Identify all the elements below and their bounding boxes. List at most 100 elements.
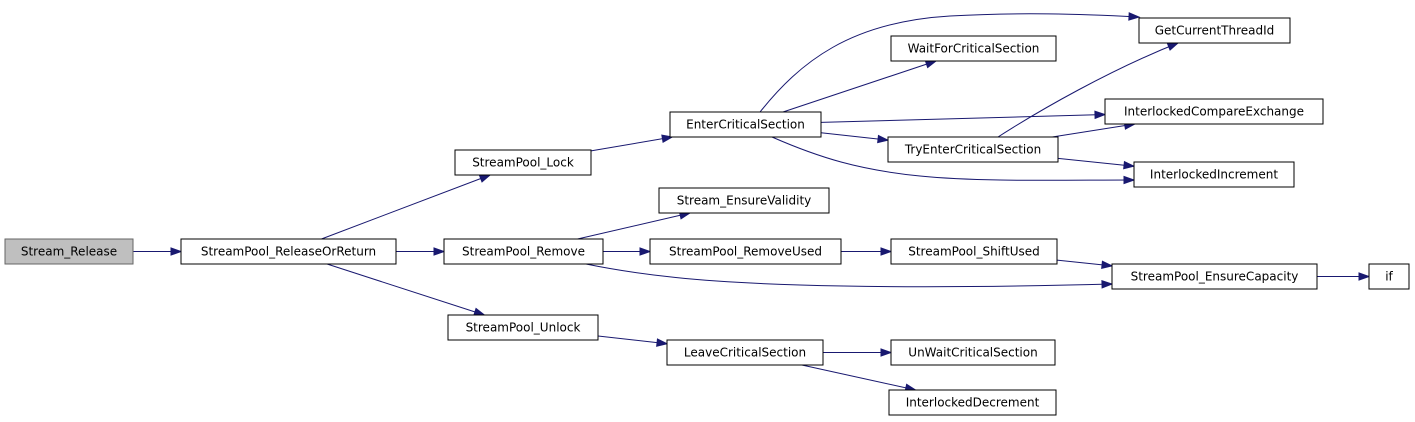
edge-line [771,136,1135,181]
edge-pool_remove-to-ensure_capacity [585,263,1114,289]
node-box [1104,98,1324,125]
arrowhead-5 [1128,12,1141,21]
edge-ensure_capacity-to-if_node [1317,272,1371,281]
node-box [1368,263,1410,290]
node-stream-release: Stream_Release [4,238,134,265]
edge-shift_used-to-ensure_capacity [1056,259,1114,270]
edge-leave_cs-to-interlocked_decrement [801,364,918,392]
node-box [4,238,134,265]
edge-try_enter_cs-to-interlocked_increment [1057,157,1136,170]
arrowhead-6 [924,60,938,69]
node-interlocked-cmpxchg[interactable]: InterlockedCompareExchange [1104,98,1324,125]
node-box [888,389,1057,416]
edge-line [997,42,1179,138]
edge-line [820,132,889,141]
edge-line [597,335,668,345]
node-if-node[interactable]: if [1368,263,1410,290]
node-label: EnterCriticalSection [686,118,805,132]
node-label: StreamPool_RemoveUsed [669,245,822,259]
node-box [887,136,1059,163]
node-enter-cs[interactable]: EnterCriticalSection [669,111,822,138]
edge-enter_cs-to-try_enter_cs [820,132,890,144]
node-box [1138,17,1291,44]
node-box [180,238,397,265]
node-label: Stream_EnsureValidity [677,194,812,208]
arrowhead-20 [880,348,893,357]
node-label: StreamPool_EnsureCapacity [1131,270,1299,284]
node-label: StreamPool_Remove [462,245,585,259]
arrowhead-3 [473,307,486,316]
node-interlocked-increment[interactable]: InterlockedIncrement [1133,161,1295,188]
node-label: StreamPool_ReleaseOrReturn [201,245,376,259]
edge-line [801,364,916,391]
node-label: if [1385,270,1393,284]
edges [133,12,1371,392]
node-label: InterlockedCompareExchange [1124,105,1304,119]
arrowhead-10 [1166,42,1180,51]
arrowhead-16 [880,247,893,256]
node-box [454,149,592,176]
arrowhead-2 [433,247,446,256]
node-label: StreamPool_Lock [472,156,574,170]
node-box [658,187,830,214]
edge-releaseorreturn-to-pool_unlock [326,263,486,316]
node-leave-cs[interactable]: LeaveCriticalSection [666,339,824,366]
edge-leave_cs-to-unwait_cs [823,348,893,357]
arrowhead-8 [877,134,890,144]
node-label: TryEnterCriticalSection [904,143,1041,157]
arrowhead-17 [1101,260,1114,270]
arrowhead-7 [1094,110,1107,120]
nodes: Stream_Release StreamPool_ReleaseOrReturn… [4,17,1410,416]
edge-line [1052,123,1135,138]
edge-line [585,263,1113,288]
node-pool-remove[interactable]: StreamPool_Remove [443,238,604,265]
node-box [649,238,842,265]
arrowhead-0 [170,247,183,256]
edge-line [326,263,485,316]
node-box [447,314,599,341]
edge-pool_lock-to-enter_cs [590,134,674,152]
edge-releaseorreturn-to-pool_remove [396,247,446,256]
node-pool-lock[interactable]: StreamPool_Lock [454,149,592,176]
edge-line [590,136,673,152]
node-unwait-cs[interactable]: UnWaitCriticalSection [890,339,1056,366]
node-wait-cs[interactable]: WaitForCriticalSection [890,35,1057,62]
node-box [1111,263,1318,290]
node-label: StreamPool_Unlock [466,321,581,335]
node-ensure-capacity[interactable]: StreamPool_EnsureCapacity [1111,263,1318,290]
edge-stream_release-to-releaseorreturn [133,247,183,256]
edge-line [321,174,491,240]
edge-pool_unlock-to-leave_cs [597,335,669,347]
node-box [890,339,1056,366]
node-box [443,238,604,265]
edge-releaseorreturn-to-pool_lock [321,174,492,240]
edge-line [782,60,937,113]
node-ensure-validity[interactable]: Stream_EnsureValidity [658,187,830,214]
edge-line [759,13,1140,113]
edge-line [577,212,691,240]
edge-line [1057,157,1135,167]
arrowhead-9 [1123,175,1136,185]
node-remove-used[interactable]: StreamPool_RemoveUsed [649,238,842,265]
node-box [666,339,824,366]
node-releaseorreturn[interactable]: StreamPool_ReleaseOrReturn [180,238,397,265]
edge-enter_cs-to-wait_cs [782,60,938,113]
node-interlocked-decrement[interactable]: InterlockedDecrement [888,389,1057,416]
arrowhead-14 [639,247,652,256]
node-try-enter-cs[interactable]: TryEnterCriticalSection [887,136,1059,163]
node-box [1133,161,1295,188]
node-box [890,238,1058,265]
arrowhead-1 [478,174,492,183]
edge-remove_used-to-shift_used [841,247,893,256]
node-label: InterlockedIncrement [1150,168,1278,182]
arrowhead-19 [656,338,669,347]
edge-enter_cs-to-interlocked_cmpxchg [820,110,1107,123]
node-label: GetCurrentThreadId [1155,24,1275,38]
node-get-thread-id[interactable]: GetCurrentThreadId [1138,17,1291,44]
node-pool-unlock[interactable]: StreamPool_Unlock [447,314,599,341]
edge-pool_remove-to-ensure_validity [577,211,692,240]
node-box [890,35,1057,62]
node-shift-used[interactable]: StreamPool_ShiftUsed [890,238,1058,265]
node-box [669,111,822,138]
